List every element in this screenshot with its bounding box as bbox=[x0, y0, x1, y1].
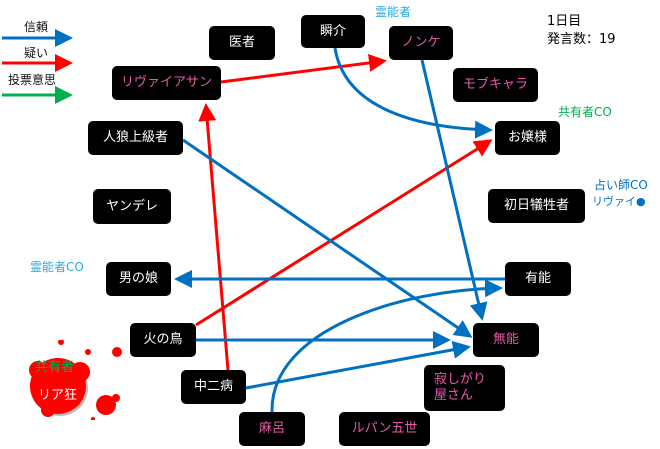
medium-annotation: 霊能者 bbox=[375, 5, 412, 19]
legend-doubt-label: 疑い bbox=[24, 46, 49, 60]
seer-result: リヴァイ● bbox=[592, 195, 646, 208]
remark-count: 発言数：19 bbox=[547, 32, 616, 47]
node-maro[interactable]: 麻呂 bbox=[239, 412, 305, 446]
blood-splatter-icon bbox=[29, 340, 122, 420]
node-lupin[interactable]: ルパン五世 bbox=[339, 412, 430, 446]
node-ojousama[interactable]: お嬢様 bbox=[495, 121, 560, 155]
node-jinro[interactable]: 人狼上級者 bbox=[88, 121, 183, 155]
edge-shunsuke-ojousama bbox=[333, 47, 493, 139]
legend-trust-label: 信頼 bbox=[24, 20, 49, 34]
edge-chuni-leviathan bbox=[198, 103, 230, 371]
node-sabishigariya[interactable]: 寂しがり 屋さん bbox=[424, 365, 505, 411]
node-hinotori[interactable]: 火の鳥 bbox=[130, 323, 196, 357]
day-label: 1日目 bbox=[547, 14, 582, 29]
edge-chuni-munou bbox=[245, 340, 471, 390]
edge-leviathan-nonke bbox=[220, 53, 387, 84]
node-otokonoko[interactable]: 男の娘 bbox=[106, 262, 171, 296]
shared-co-annotation: 共有者CO bbox=[558, 105, 612, 119]
node-shunsuke[interactable]: 瞬介 bbox=[301, 15, 365, 48]
node-yuunou[interactable]: 有能 bbox=[505, 262, 571, 296]
seer-co-annotation: 占い師CO bbox=[594, 178, 648, 192]
node-sabishigariya-line1: 寂しがり bbox=[434, 372, 487, 387]
node-nonke[interactable]: ノンケ bbox=[389, 26, 453, 60]
node-munou[interactable]: 無能 bbox=[473, 323, 539, 357]
edge-nonke-munou bbox=[420, 59, 488, 321]
node-leviathan[interactable]: リヴァイアサン bbox=[112, 66, 221, 100]
node-sabishigariya-line2: 屋さん bbox=[434, 388, 474, 403]
node-shonichi[interactable]: 初日犠牲者 bbox=[488, 189, 585, 223]
node-chuni[interactable]: 中二病 bbox=[181, 370, 246, 404]
medium-co-annotation: 霊能者CO bbox=[30, 260, 84, 274]
shared-annotation: 共有者 bbox=[35, 360, 75, 375]
edge-hinotori-ojousama bbox=[195, 139, 493, 327]
node-mobu[interactable]: モブキャラ bbox=[453, 68, 538, 102]
node-isha[interactable]: 医者 bbox=[209, 26, 275, 60]
edge-maro-yuunou bbox=[270, 279, 503, 413]
node-riakyo[interactable]: リア狂 bbox=[38, 388, 78, 403]
edge-jinro-munou bbox=[182, 138, 473, 338]
node-yandere[interactable]: ヤンデレ bbox=[93, 189, 171, 224]
legend-vote-label: 投票意思 bbox=[8, 73, 57, 87]
